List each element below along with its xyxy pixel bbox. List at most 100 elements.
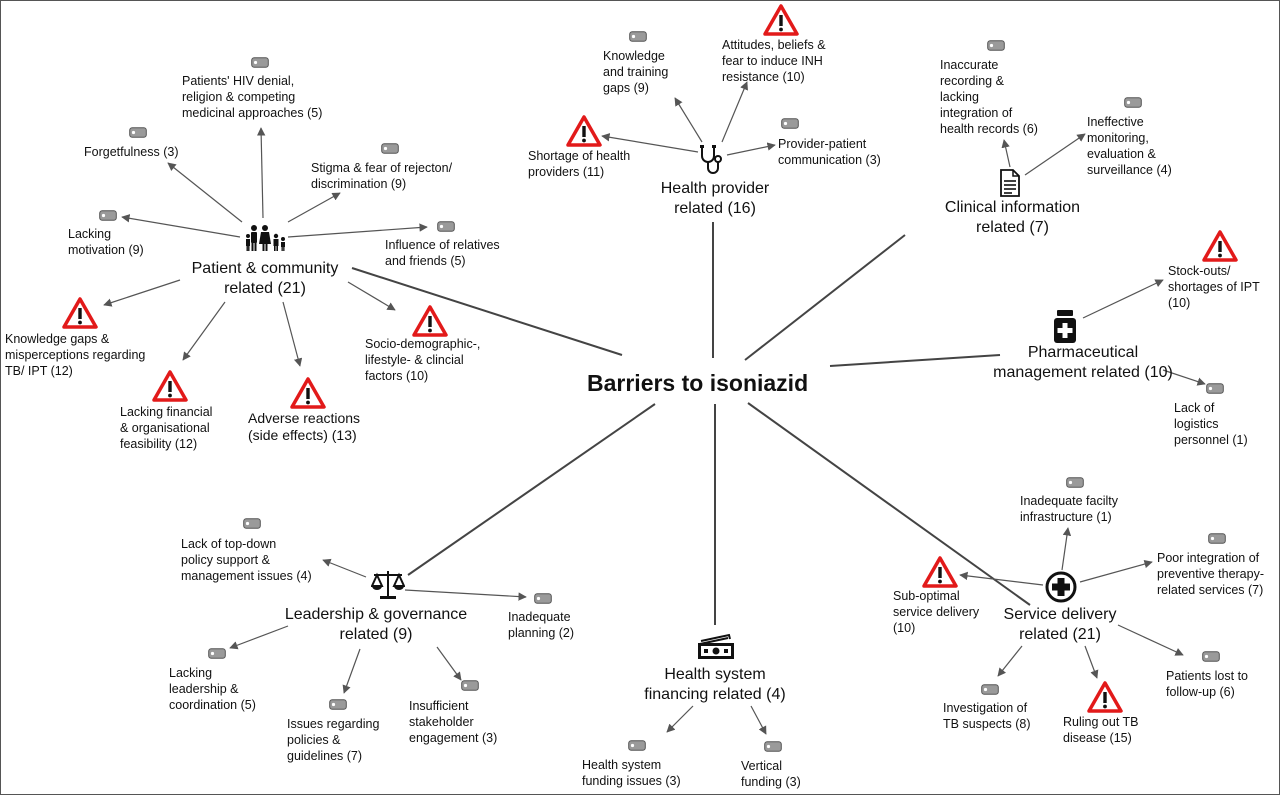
tag-icon <box>329 699 347 710</box>
warning-icon <box>922 556 958 588</box>
diagram-title: Barriers to isoniazid <box>587 370 809 396</box>
tag-icon <box>1206 383 1224 394</box>
arrow-financial <box>182 301 226 361</box>
arrow-motivation <box>121 214 241 238</box>
warning-icon <box>412 305 448 337</box>
barrier-integration: Poor integration of preventive therapy- … <box>1157 551 1265 597</box>
barrier-vertical: Vertical funding (3) <box>741 759 801 789</box>
arrow-stockouts <box>1082 279 1164 319</box>
medicine-bottle-icon <box>1054 310 1076 343</box>
barrier-stakeholder: Insufficient stakeholder engagement (3) <box>409 699 498 745</box>
barrier-investigation: Investigation of TB suspects (8) <box>943 701 1031 731</box>
tag-icon <box>628 740 646 751</box>
tag-icon <box>251 57 269 68</box>
family-icon <box>246 225 285 251</box>
tag-icon <box>781 118 799 129</box>
arrow-stigma <box>287 192 341 223</box>
tag-icon <box>987 40 1005 51</box>
arrow-records <box>1001 139 1011 168</box>
money-icon <box>698 633 734 659</box>
barrier-knowledge-patients: Knowledge gaps & misperceptions regardin… <box>5 332 146 378</box>
arrow-forgetfulness <box>167 162 243 223</box>
arrow-infrastructure <box>1061 527 1072 571</box>
arrow-adverse <box>282 301 303 367</box>
arrow-training <box>674 97 703 143</box>
barrier-stigma: Stigma & fear of rejecton/ discriminatio… <box>311 161 453 191</box>
barrier-suboptimal: Sub-optimal service delivery (10) <box>893 589 980 635</box>
medical-cross-icon <box>1045 571 1077 603</box>
arrow-attitudes <box>721 81 748 143</box>
warning-icon <box>1202 230 1238 262</box>
stethoscope-icon <box>700 145 722 174</box>
barrier-policies: Issues regarding policies & guidelines (… <box>287 717 380 763</box>
spoke-service <box>747 402 1031 606</box>
barrier-communication: Provider-patient communication (3) <box>778 137 881 167</box>
arrow-planning <box>404 589 527 601</box>
arrow-suboptimal <box>959 571 1044 586</box>
category-provider: Health provider related (16) <box>660 180 770 217</box>
barrier-hiv-denial: Patients' HIV denial, religion & competi… <box>182 74 323 120</box>
arrow-investigation <box>997 645 1023 677</box>
tag-icon <box>764 741 782 752</box>
arrow-communication <box>726 142 776 156</box>
category-pharma: Pharmaceutical management related (10) <box>993 344 1173 381</box>
barrier-funding: Health system funding issues (3) <box>582 758 681 788</box>
barrier-planning: Inadequate planning (2) <box>508 610 575 640</box>
barrier-ruling-out: Ruling out TB disease (15) <box>1063 715 1139 745</box>
document-icon <box>1000 169 1020 197</box>
barrier-lost: Patients lost to follow-up (6) <box>1166 669 1248 699</box>
spoke-patient <box>351 267 623 356</box>
warning-icon <box>566 115 602 147</box>
tag-icon <box>437 221 455 232</box>
barrier-financial: Lacking financial & organisational feasi… <box>120 405 213 451</box>
barrier-topdown: Lack of top-down policy support & manage… <box>181 537 312 583</box>
spoke-pharma <box>829 354 1001 367</box>
barrier-records: Inaccurate recording & lacking integrati… <box>940 58 1038 136</box>
tag-icon <box>1202 651 1220 662</box>
spoke-leadership <box>407 403 656 576</box>
arrow-hiv-denial <box>256 127 266 219</box>
barrier-socio: Socio-demographic-, lifestyle- & clincia… <box>365 337 481 383</box>
tag-icon <box>981 684 999 695</box>
tag-icon <box>1208 533 1226 544</box>
category-financing: Health system financing related (4) <box>644 666 786 703</box>
arrow-policies <box>342 648 361 694</box>
arrow-topdown <box>322 558 367 578</box>
arrow-ruling-out <box>1084 645 1099 679</box>
arrow-funding <box>666 705 694 733</box>
barrier-logistics: Lack of logistics personnel (1) <box>1174 401 1248 447</box>
barrier-leadership-coord: Lacking leadership & coordination (5) <box>169 666 256 712</box>
barrier-stockouts: Stock-outs/ shortages of IPT (10) <box>1168 264 1260 310</box>
arrow-integration <box>1079 559 1153 583</box>
tag-icon <box>243 518 261 529</box>
arrow-monitoring <box>1024 133 1086 176</box>
category-leadership: Leadership & governance related (9) <box>284 606 468 643</box>
warning-icon <box>290 377 326 409</box>
barrier-adverse: Adverse reactions (side effects) (13) <box>248 410 361 443</box>
warning-icon <box>763 4 799 36</box>
arrow-socio <box>347 281 396 311</box>
tag-icon <box>208 648 226 659</box>
arrow-vertical <box>750 705 767 735</box>
barrier-relatives: Influence of relatives and friends (5) <box>385 238 500 268</box>
barrier-forgetfulness: Forgetfulness (3) <box>84 145 179 159</box>
tag-icon <box>461 680 479 691</box>
tag-icon <box>534 593 552 604</box>
spoke-clinical <box>744 234 906 361</box>
arrow-lost <box>1117 624 1184 656</box>
arrow-knowledge-patients <box>103 279 181 307</box>
warning-icon <box>152 370 188 402</box>
category-service: Service delivery related (21) <box>1003 606 1117 643</box>
barrier-monitoring: Ineffective monitoring, evaluation & sur… <box>1087 115 1172 177</box>
arrow-shortage <box>601 133 699 153</box>
scales-icon <box>371 571 405 599</box>
tag-icon <box>381 143 399 154</box>
arrow-relatives <box>287 223 428 238</box>
tag-icon <box>99 210 117 221</box>
warning-icon <box>62 297 98 329</box>
arrow-leadership-coord <box>229 625 289 650</box>
barrier-attitudes: Attitudes, beliefs & fear to induce INH … <box>722 38 826 84</box>
tag-icon <box>129 127 147 138</box>
barrier-shortage: Shortage of health providers (11) <box>528 149 631 179</box>
